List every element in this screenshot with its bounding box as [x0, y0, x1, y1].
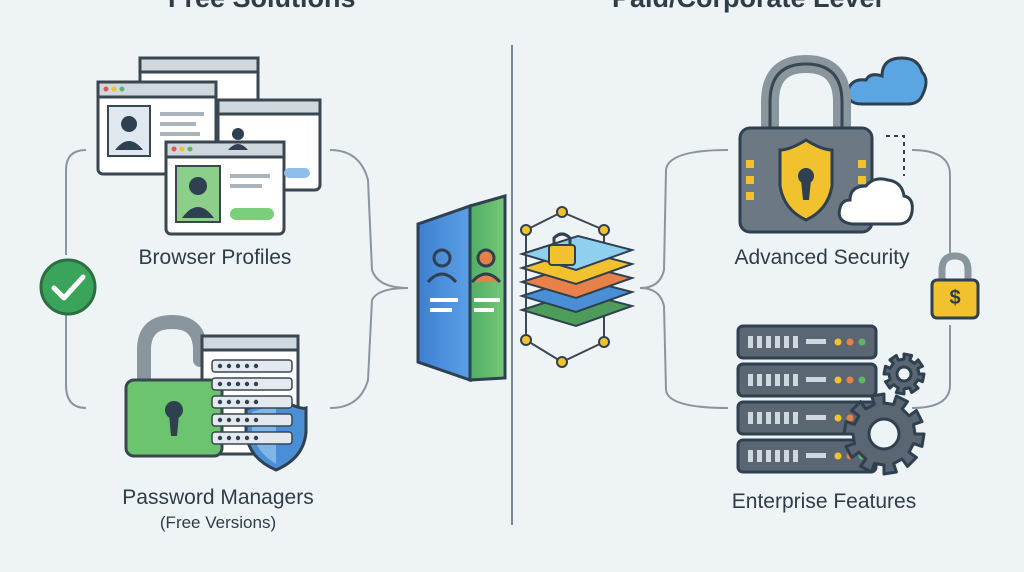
password-row [211, 395, 293, 409]
server-rack-details [748, 336, 866, 462]
password-dot [217, 435, 223, 441]
password-dot [244, 399, 250, 405]
server-led [846, 414, 854, 422]
label-password-managers-note: (Free Versions) [159, 513, 277, 532]
password-dot [226, 399, 232, 405]
server-slot [775, 412, 780, 424]
password-dot [244, 435, 250, 441]
server-led [846, 338, 854, 346]
server-slot [793, 450, 798, 462]
label-password-managers: Password Managers [122, 486, 314, 509]
password-row [211, 377, 293, 391]
server-slot [748, 336, 753, 348]
server-slot [775, 450, 780, 462]
password-dot [253, 381, 259, 387]
server-slot [784, 336, 789, 348]
password-dot [217, 399, 223, 405]
server-slot [766, 450, 771, 462]
password-row [211, 359, 293, 373]
password-dot [253, 417, 259, 423]
server-led [858, 338, 866, 346]
password-dot [217, 417, 223, 423]
server-slot [757, 336, 762, 348]
password-dot [235, 435, 241, 441]
server-led [834, 452, 842, 460]
password-row [211, 413, 293, 427]
server-led [834, 338, 842, 346]
label-advanced-security: Advanced Security [734, 246, 910, 269]
server-slot [757, 450, 762, 462]
server-led [834, 414, 842, 422]
server-slot [748, 374, 753, 386]
large-gear-icon [842, 392, 926, 476]
right-bracket-lines [639, 149, 951, 409]
advanced-security-padlock-icon [738, 54, 928, 234]
password-dot [244, 363, 250, 369]
server-slot [757, 374, 762, 386]
server-slot-bar [806, 339, 826, 344]
password-rows [211, 359, 293, 445]
gears-icon [842, 352, 926, 476]
password-dot [253, 435, 259, 441]
heading-free-solutions: Free Solutions [168, 0, 356, 14]
check-circle-icon [39, 258, 97, 316]
server-led [846, 376, 854, 384]
password-dot [235, 381, 241, 387]
left-bracket-lines [65, 149, 409, 409]
server-slot [775, 374, 780, 386]
server-slot [793, 412, 798, 424]
password-dot [253, 399, 259, 405]
password-dot [244, 417, 250, 423]
label-browser-profiles: Browser Profiles [138, 246, 292, 269]
profile-doors-icon [416, 194, 507, 383]
password-dot [235, 363, 241, 369]
server-slot-bar [806, 453, 826, 458]
server-slot [766, 374, 771, 386]
password-dot [217, 381, 223, 387]
password-dot [235, 399, 241, 405]
password-dot [226, 435, 232, 441]
server-slot [766, 412, 771, 424]
server-slot [748, 412, 753, 424]
server-led [858, 376, 866, 384]
password-dot [226, 417, 232, 423]
browser-window-details [103, 86, 310, 220]
server-slot [757, 412, 762, 424]
password-dot [244, 381, 250, 387]
heading-paid-corporate: Paid/Corporate Level [612, 0, 882, 14]
password-dot [217, 363, 223, 369]
password-dot [226, 363, 232, 369]
server-slot [775, 336, 780, 348]
server-slot [793, 374, 798, 386]
password-dot [253, 363, 259, 369]
server-slot [784, 412, 789, 424]
server-slot [766, 336, 771, 348]
password-dot [235, 417, 241, 423]
password-row [211, 431, 293, 445]
server-slot [748, 450, 753, 462]
server-slot [793, 336, 798, 348]
dollar-sign-icon: $ [949, 287, 961, 309]
layered-security-stack-icon [518, 206, 636, 368]
server-led [834, 376, 842, 384]
server-slot-bar [806, 415, 826, 420]
password-dot [226, 381, 232, 387]
server-slot [784, 374, 789, 386]
label-enterprise-features: Enterprise Features [731, 490, 917, 513]
dollar-lock-icon [930, 252, 980, 320]
small-gear-icon [882, 352, 926, 396]
server-slot-bar [806, 377, 826, 382]
server-slot [784, 450, 789, 462]
